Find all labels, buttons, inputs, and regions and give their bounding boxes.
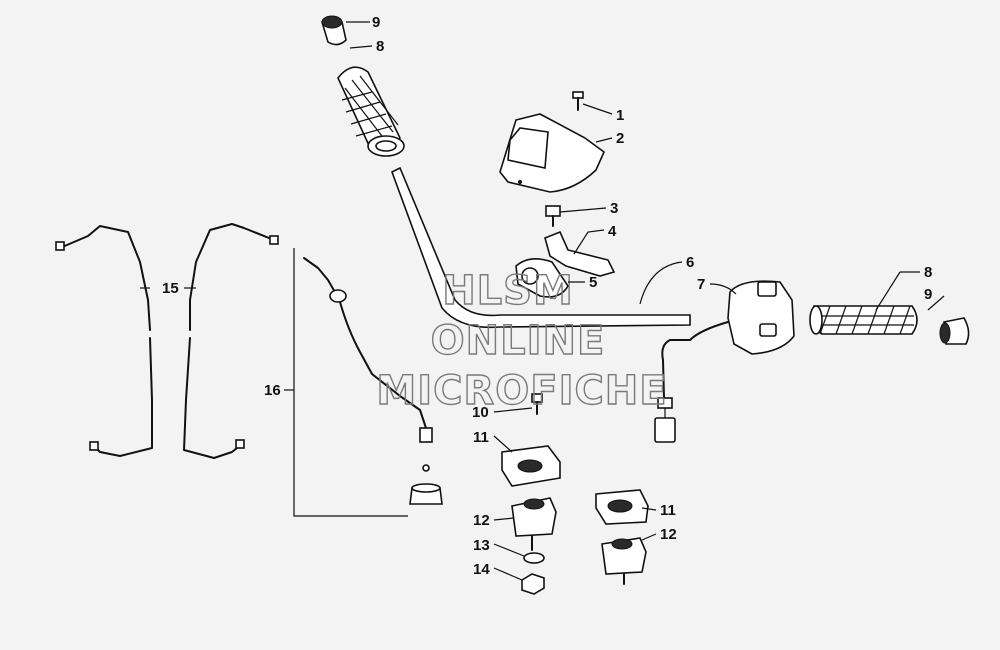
callout-3: 3 — [610, 200, 618, 217]
lower-clamp-right — [601, 537, 647, 585]
right-grip — [809, 305, 918, 335]
callout-10: 10 — [472, 404, 489, 421]
callout-12-left: 12 — [473, 512, 490, 529]
switch-housing — [654, 280, 795, 443]
callout-4: 4 — [608, 223, 617, 240]
watermark: HLSM ONLINE MICROFICHE — [376, 267, 668, 414]
lock-washer — [523, 552, 545, 564]
upper-clamp-left — [501, 445, 561, 487]
throttle-bracket — [515, 230, 616, 298]
callout-1: 1 — [616, 107, 624, 124]
nut — [521, 573, 545, 595]
leader-lines — [140, 21, 945, 581]
left-end-cap — [321, 15, 347, 46]
callout-11-left: 11 — [473, 429, 489, 446]
cover — [499, 113, 605, 193]
left-grip — [337, 66, 405, 157]
callout-9-left: 9 — [372, 14, 380, 31]
callout-7: 7 — [697, 276, 705, 293]
lower-clamp-left — [511, 497, 557, 551]
upper-clamp-right — [595, 489, 649, 525]
callout-6: 6 — [686, 254, 694, 271]
callout-5: 5 — [589, 274, 597, 291]
cover-screw — [572, 91, 584, 111]
watermark-line1: HLSM — [442, 268, 574, 314]
watermark-line3: MICROFICHE — [376, 368, 667, 414]
handlebar — [391, 166, 691, 329]
callout-16: 16 — [264, 382, 281, 399]
throttle-cable — [303, 257, 443, 505]
callout-13: 13 — [473, 537, 490, 554]
callout-8-left: 8 — [376, 38, 384, 55]
wiring-harness — [55, 223, 279, 459]
callout-14: 14 — [473, 561, 490, 578]
callout-8-right: 8 — [924, 264, 932, 281]
right-end-cap — [939, 317, 970, 345]
callout-2: 2 — [616, 130, 624, 147]
bolt — [545, 205, 561, 227]
callouts: 9 8 1 2 3 4 5 6 7 8 9 10 11 12 13 14 11 … — [162, 14, 932, 578]
callout-15: 15 — [162, 280, 179, 297]
bolt-10 — [531, 393, 543, 415]
watermark-line2: ONLINE — [431, 318, 606, 364]
callout-12-right: 12 — [660, 526, 677, 543]
callout-9-right: 9 — [924, 286, 932, 303]
callout-11-right: 11 — [660, 502, 676, 519]
